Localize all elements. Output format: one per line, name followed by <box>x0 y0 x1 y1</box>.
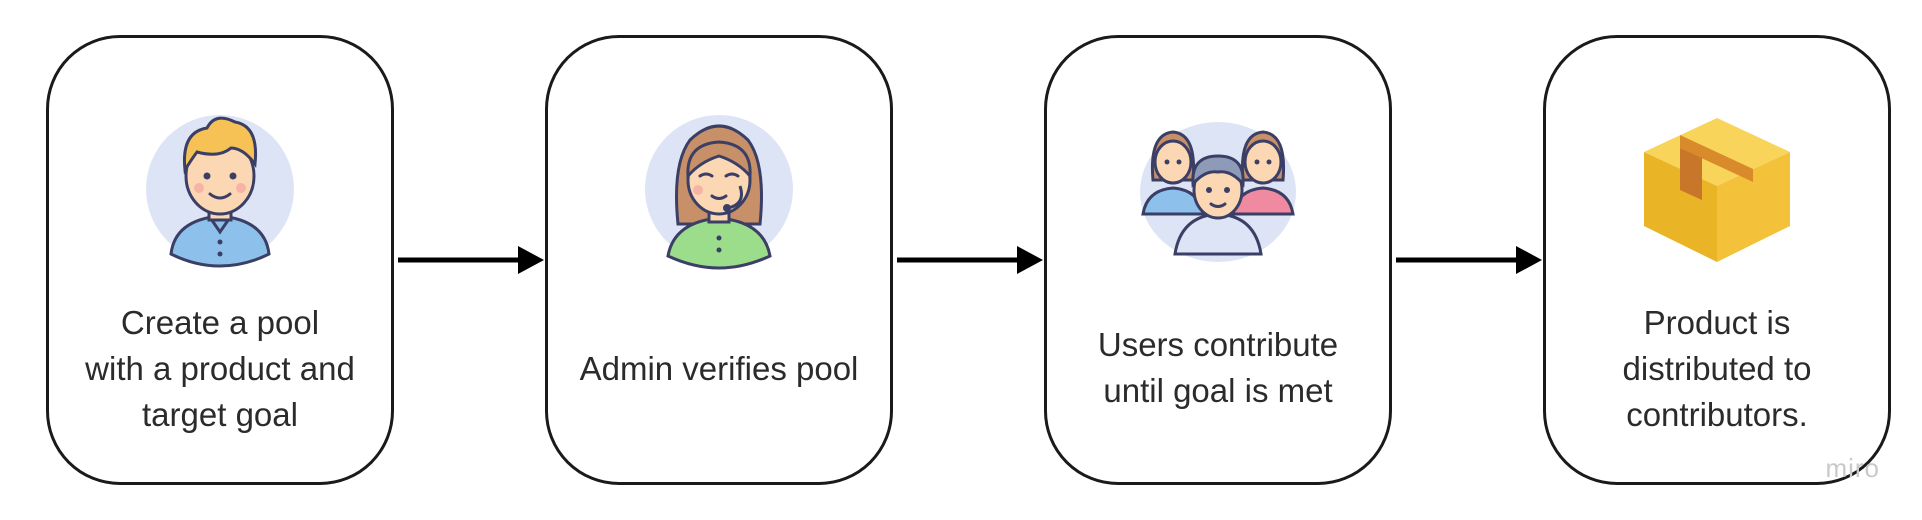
step-card-admin-verifies: Admin verifies pool <box>545 35 893 485</box>
package-box-icon <box>1632 104 1802 270</box>
step-label: Create a pool with a product and target … <box>85 304 355 433</box>
step-label: Product is distributed to contributors. <box>1622 304 1812 433</box>
step-card-product-distributed: Product is distributed to contributors. <box>1543 35 1891 485</box>
step-card-create-pool: Create a pool with a product and target … <box>46 35 394 485</box>
flow-arrow <box>897 246 1043 274</box>
step-card-users-contribute: Users contribute until goal is met <box>1044 35 1392 485</box>
flow-arrow <box>398 246 544 274</box>
user-group-icon <box>1133 104 1303 270</box>
miro-watermark: miro <box>1825 453 1880 483</box>
man-avatar-icon <box>135 104 305 270</box>
step-label: Admin verifies pool <box>579 350 859 387</box>
step-label: Users contribute until goal is met <box>1097 326 1339 409</box>
support-agent-icon <box>634 104 804 270</box>
flow-arrow <box>1396 246 1542 274</box>
